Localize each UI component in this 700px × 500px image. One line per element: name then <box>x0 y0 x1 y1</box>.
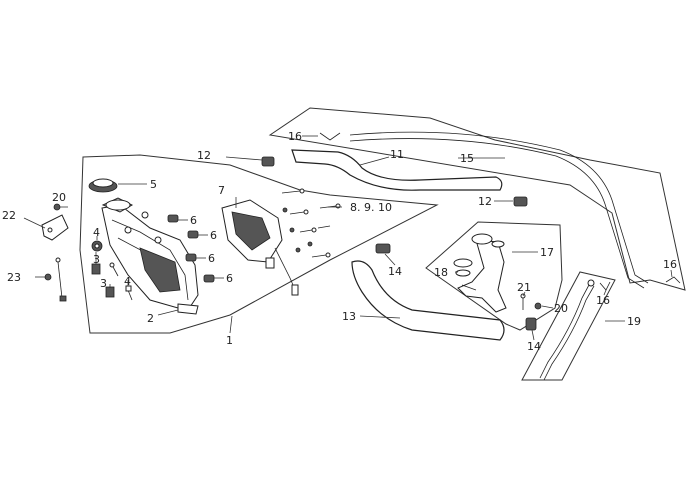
bolt <box>53 203 61 211</box>
hose-clamp <box>375 243 391 254</box>
callout-3: 3 <box>100 277 107 290</box>
filler-neck <box>457 233 507 313</box>
clip <box>187 230 199 239</box>
breather-hose <box>291 149 503 191</box>
callout-1: 1 <box>226 334 233 347</box>
callout-11: 11 <box>390 148 404 161</box>
clip <box>185 253 197 262</box>
spacer <box>105 286 115 298</box>
filler-hose <box>351 260 505 341</box>
bolt <box>534 302 542 310</box>
bolt-set <box>281 188 341 258</box>
callout-18: 18 <box>434 266 448 279</box>
fuel-tank <box>101 197 199 309</box>
stay-rod <box>55 257 67 302</box>
hose-clamp <box>525 317 537 331</box>
callout-5: 5 <box>150 178 157 191</box>
callout-4: 4 <box>93 226 100 239</box>
callout-6: 6 <box>208 252 215 265</box>
callout-7: 7 <box>218 184 225 197</box>
hose-assembly-panel <box>268 107 686 291</box>
vent-tube <box>349 131 649 289</box>
bolt <box>109 262 119 277</box>
drain-pipe-panel <box>521 271 616 381</box>
pump-plate <box>221 199 299 296</box>
clip <box>203 274 215 283</box>
drain-pipe <box>539 279 595 381</box>
hose-clamp <box>513 196 528 207</box>
callout-20: 20 <box>52 191 66 204</box>
grommet <box>91 240 103 252</box>
callout-16: 16 <box>596 294 610 307</box>
fuel-cap <box>88 178 118 193</box>
bracket <box>41 214 69 241</box>
callout-14: 14 <box>527 340 541 353</box>
callout-22: 22 <box>2 209 16 222</box>
callout-13: 13 <box>342 310 356 323</box>
tube-clip <box>665 276 681 284</box>
bolt <box>125 285 133 301</box>
callout-3: 3 <box>93 253 100 266</box>
callout-6: 6 <box>210 229 217 242</box>
clip <box>167 214 179 223</box>
tube-clip <box>319 132 341 141</box>
callout-19: 19 <box>627 315 641 328</box>
callout-16: 16 <box>663 258 677 271</box>
callout-6: 6 <box>226 272 233 285</box>
callout-16: 16 <box>288 130 302 143</box>
callout-8-9-10: 8. 9. 10 <box>350 201 392 214</box>
callout-15: 15 <box>460 152 474 165</box>
callout-14: 14 <box>388 265 402 278</box>
callout-21: 21 <box>517 281 531 294</box>
callout-12: 12 <box>197 149 211 162</box>
callout-20: 20 <box>554 302 568 315</box>
leader-lines <box>23 135 673 341</box>
callout-4: 4 <box>124 275 131 288</box>
callout-23: 23 <box>7 271 21 284</box>
callout-12: 12 <box>478 195 492 208</box>
gasket <box>453 258 473 277</box>
callout-2: 2 <box>147 312 154 325</box>
tank-bottom <box>177 303 199 315</box>
hose-clamp <box>261 156 275 167</box>
callout-6: 6 <box>190 214 197 227</box>
callout-17: 17 <box>540 246 554 259</box>
